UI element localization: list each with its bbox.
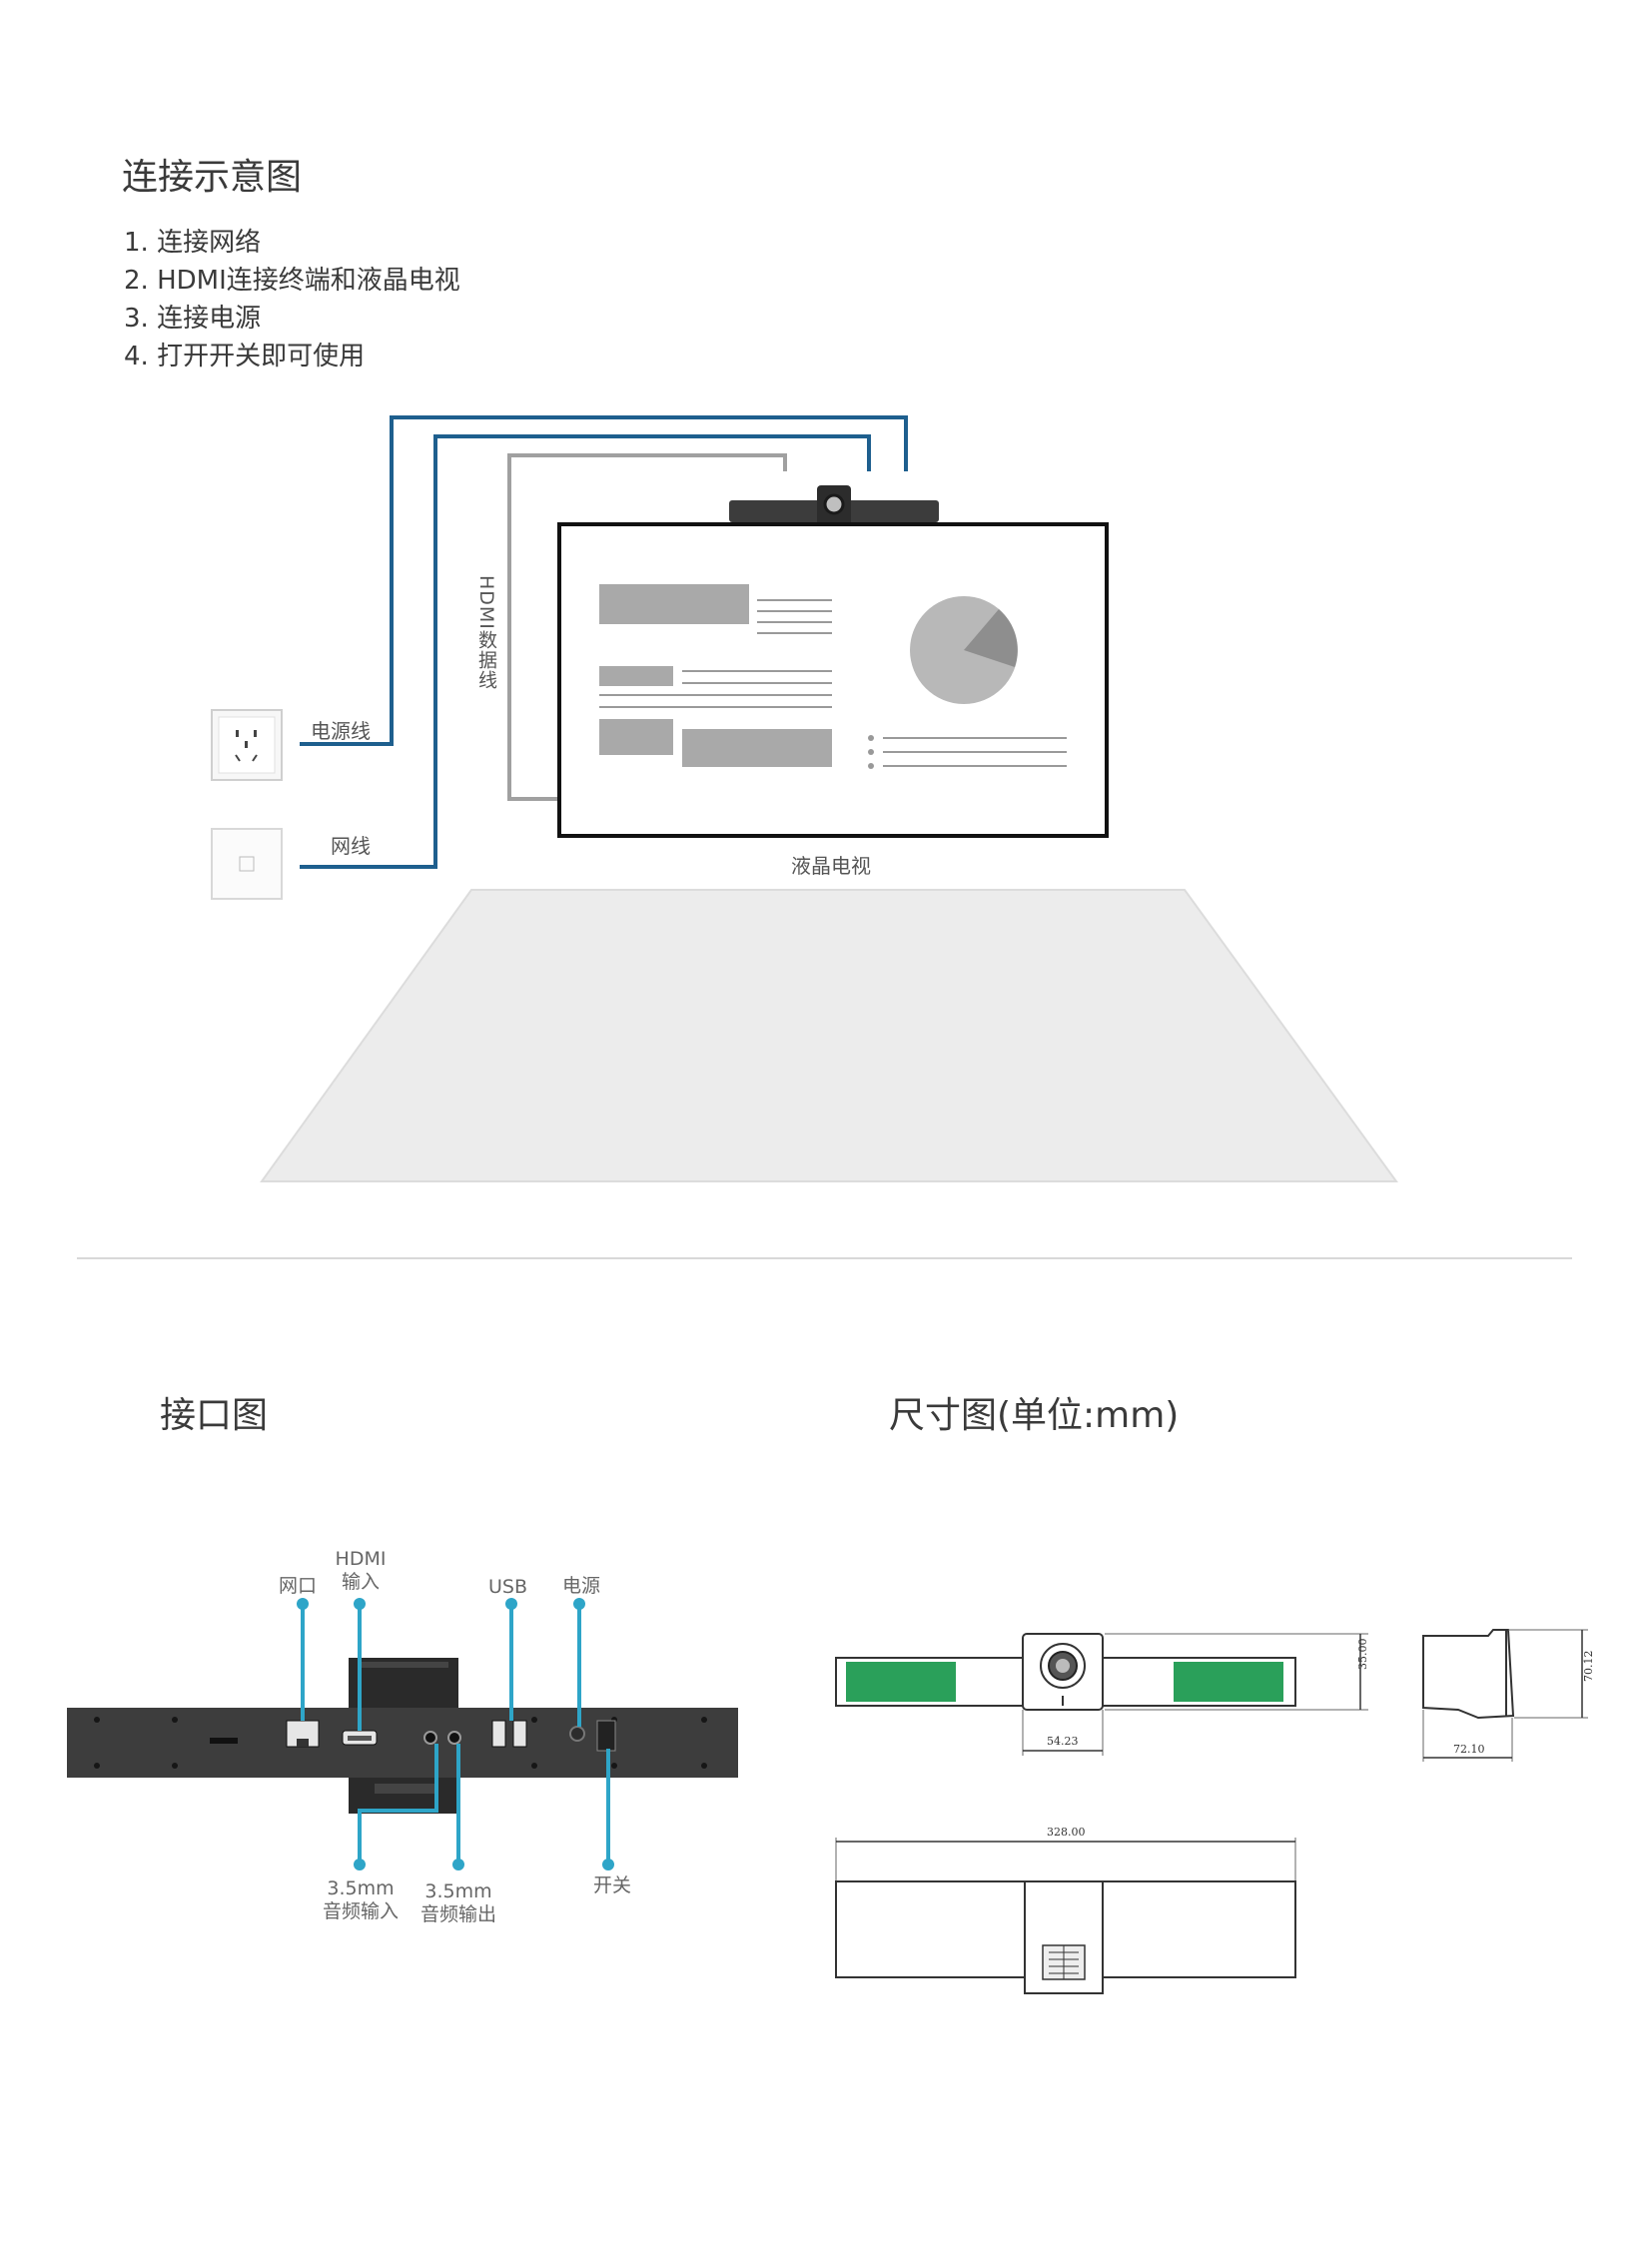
audio-in-port-icon — [423, 1731, 437, 1745]
dimension-drawings: 35.00 54.23 70.12 72.10 328.00 — [835, 1629, 1595, 1994]
usb-port-2-icon — [512, 1720, 527, 1748]
port-label-network: 网口 — [279, 1575, 318, 1597]
tv-label: 液晶电视 — [791, 854, 871, 878]
dimension-diagram-title: 尺寸图(单位:mm) — [889, 1395, 1180, 1436]
step-4: 4. 打开开关即可使用 — [124, 342, 366, 372]
audio-out-port-icon — [447, 1731, 461, 1745]
speaker-grille-right — [1174, 1662, 1283, 1702]
side-view-body — [1422, 1629, 1515, 1720]
power-cable — [300, 415, 908, 746]
dim-total-width-label: 328.00 — [1047, 1826, 1086, 1839]
speaker-grille-left — [846, 1662, 956, 1702]
dim-height-label: 35.00 — [1356, 1639, 1369, 1671]
floor-area — [260, 889, 1398, 1182]
device-body — [67, 1708, 738, 1778]
hdmi-cable — [507, 453, 787, 801]
network-cable — [300, 434, 871, 869]
port-label-hdmi: HDMI 输入 — [335, 1548, 387, 1593]
power-port-icon — [569, 1726, 585, 1742]
power-cable-label: 电源线 — [311, 719, 371, 743]
step-2: 2. HDMI连接终端和液晶电视 — [124, 266, 460, 296]
step-3: 3. 连接电源 — [124, 304, 262, 334]
dim-camera-width-label: 54.23 — [1047, 1735, 1079, 1748]
port-label-audio-out: 3.5mm 音频输出 — [419, 1880, 496, 1925]
dim-depth-label: 72.10 — [1453, 1743, 1485, 1756]
port-label-switch: 开关 — [593, 1874, 632, 1896]
interface-diagram — [67, 1598, 738, 1870]
interface-diagram-title: 接口图 — [160, 1395, 269, 1436]
usb-port-1-icon — [491, 1720, 506, 1748]
port-label-power: 电源 — [562, 1575, 601, 1597]
network-socket-icon — [211, 828, 283, 900]
connection-diagram-title: 连接示意图 — [122, 157, 303, 198]
power-switch-icon — [596, 1720, 616, 1752]
dim-side-height-label: 70.12 — [1582, 1651, 1595, 1683]
port-label-usb: USB — [488, 1576, 528, 1598]
hdmi-cable-label: HDMI数据线 — [475, 575, 497, 690]
step-1: 1. 连接网络 — [124, 228, 262, 258]
port-label-audio-in: 3.5mm 音频输入 — [322, 1877, 399, 1922]
connection-steps-list: 1. 连接网络 2. HDMI连接终端和液晶电视 3. 连接电源 4. 打开开关… — [124, 224, 460, 375]
camera-lens-icon — [823, 493, 845, 515]
section-divider — [77, 1257, 1572, 1259]
network-cable-label: 网线 — [331, 834, 371, 858]
connection-diagram — [211, 415, 1398, 1182]
